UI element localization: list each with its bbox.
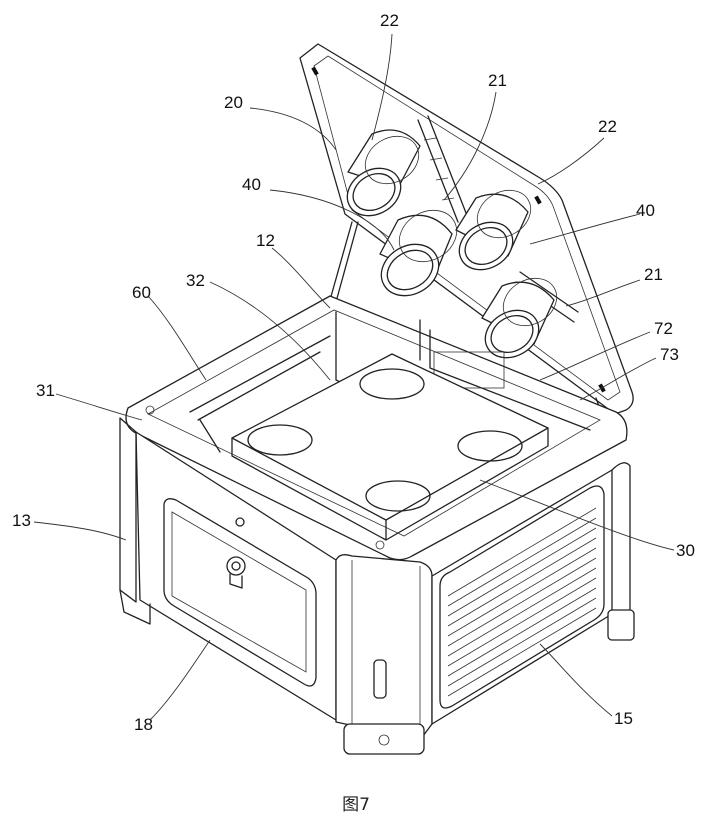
ref-21-right: 21 xyxy=(644,265,663,284)
front-corner-post xyxy=(335,554,433,755)
ref-40-right: 40 xyxy=(636,201,655,220)
ref-60: 60 xyxy=(132,283,151,302)
ref-21-top: 21 xyxy=(488,71,507,90)
reference-numerals: 22 21 20 22 40 40 12 21 32 60 72 73 31 1… xyxy=(12,11,695,734)
cylinder-upper-left xyxy=(346,129,421,217)
ref-22-top: 22 xyxy=(380,11,399,30)
ref-18: 18 xyxy=(134,715,153,734)
ref-20: 20 xyxy=(224,93,243,112)
cylinder-center xyxy=(379,209,458,297)
access-door xyxy=(163,498,317,687)
inner-back-walls xyxy=(189,311,591,453)
ref-73: 73 xyxy=(660,345,679,364)
figure-caption: 图7 xyxy=(342,795,370,815)
cylinder-right-upper xyxy=(455,189,532,271)
ref-30: 30 xyxy=(676,541,695,560)
ref-32: 32 xyxy=(186,271,205,290)
cylinder-right-lower xyxy=(481,277,558,359)
ref-31: 31 xyxy=(36,381,55,400)
top-plate xyxy=(231,353,549,541)
ref-40-left: 40 xyxy=(242,175,261,194)
ref-13: 13 xyxy=(12,511,31,530)
ref-12: 12 xyxy=(256,231,275,250)
ref-15: 15 xyxy=(614,709,633,728)
ref-22-right: 22 xyxy=(598,117,617,136)
vent-grille xyxy=(439,485,605,709)
ref-72: 72 xyxy=(654,319,673,338)
leader-lines xyxy=(33,33,675,721)
